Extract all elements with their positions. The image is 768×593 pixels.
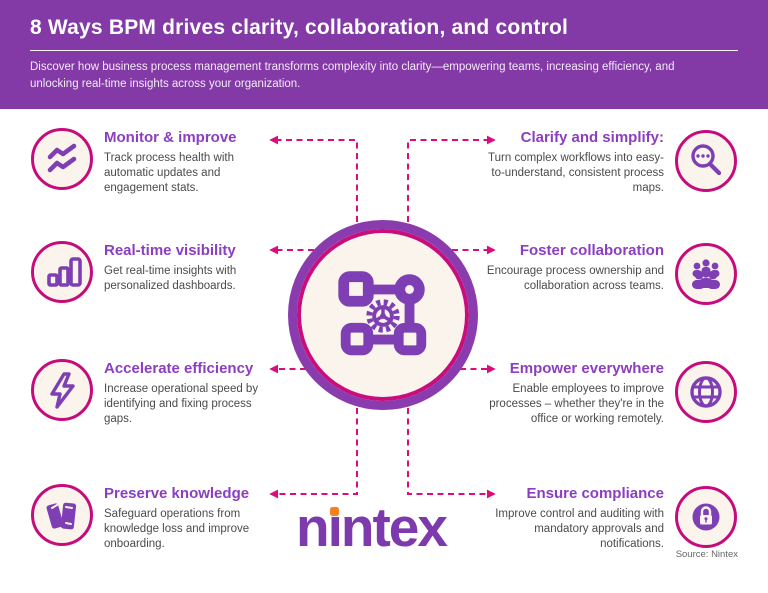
center-hub — [288, 220, 478, 410]
feature-body: Turn complex workflows into easy-to-unde… — [488, 152, 664, 195]
magnifier-dots-icon — [691, 144, 722, 176]
header-banner: 8 Ways BPM drives clarity, collaboration… — [0, 0, 768, 109]
logo-orange-dot-icon — [329, 507, 339, 516]
padlock-icon — [692, 503, 720, 531]
feature-foster-collaboration: Foster collaboration Encourage process o… — [482, 239, 740, 305]
globe-badge — [675, 361, 737, 423]
logo-letter-i: ı — [328, 500, 343, 555]
process-workflow-icon — [338, 271, 427, 356]
lightning-badge — [31, 359, 93, 421]
feature-title: Clarify and simplify: — [520, 129, 664, 146]
feature-title: Monitor & improve — [104, 129, 237, 146]
books-badge — [31, 484, 93, 546]
logo-text-before: n — [296, 496, 330, 558]
feature-title: Ensure compliance — [526, 485, 664, 502]
feature-clarify-simplify: Clarify and simplify: Turn complex workf… — [482, 126, 740, 197]
people-group-icon — [692, 259, 720, 289]
page-subtitle: Discover how business process management… — [30, 61, 675, 90]
feature-body: Enable employees to improve processes – … — [489, 383, 664, 426]
header-divider — [30, 50, 738, 51]
feature-title: Foster collaboration — [519, 242, 664, 259]
bar-chart-icon — [47, 257, 82, 287]
padlock-badge — [675, 486, 737, 548]
feature-title: Accelerate efficiency — [104, 360, 254, 377]
people-badge — [675, 243, 737, 305]
bar-chart-badge — [31, 241, 93, 303]
books-icon — [46, 502, 77, 530]
feature-monitor-improve: Monitor & improve Track process health w… — [31, 126, 283, 197]
feature-title: Empower everywhere — [509, 360, 664, 377]
connector-top-left — [269, 135, 358, 222]
feature-title: Preserve knowledge — [104, 485, 250, 502]
trend-lines-icon — [47, 143, 77, 173]
trend-lines-badge — [31, 128, 93, 190]
feature-body: Get real-time insights with personalized… — [104, 265, 237, 293]
feature-body: Safeguard operations from knowledge loss… — [104, 508, 250, 551]
feature-empower-everywhere: Empower everywhere Enable employees to i… — [482, 357, 740, 428]
logo-i-stem: ı — [327, 496, 343, 558]
feature-title: Real-time visibility — [104, 242, 236, 259]
feature-body: Track process health with automatic upda… — [104, 152, 234, 195]
feature-preserve-knowledge: Preserve knowledge Safeguard operations … — [31, 482, 283, 553]
page-title: 8 Ways BPM drives clarity, collaboration… — [30, 16, 569, 39]
globe-icon — [690, 376, 722, 408]
feature-accelerate-efficiency: Accelerate efficiency Increase operation… — [31, 357, 283, 428]
feature-body: Improve control and auditing with mandat… — [495, 508, 664, 551]
lightning-bolt-icon — [50, 372, 75, 409]
magnifier-badge — [675, 130, 737, 192]
feature-realtime-visibility: Real-time visibility Get real-time insig… — [31, 239, 283, 303]
connector-bottom-left — [269, 408, 358, 499]
feature-ensure-compliance: Ensure compliance Improve control and au… — [482, 482, 740, 553]
logo-text-after: ntex — [340, 496, 448, 558]
source-credit: Source: Nintex — [675, 549, 738, 560]
feature-body: Increase operational speed by identifyin… — [104, 383, 259, 426]
feature-body: Encourage process ownership and collabor… — [486, 265, 664, 293]
